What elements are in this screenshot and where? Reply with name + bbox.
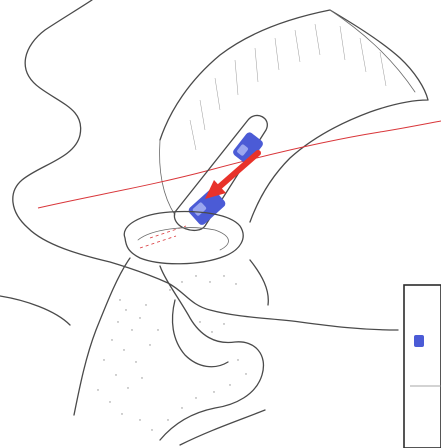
suture-dashes bbox=[140, 226, 186, 248]
tissue-outline-left bbox=[13, 0, 398, 330]
inset-blue-cuff bbox=[414, 335, 424, 347]
ring-collar bbox=[124, 212, 243, 264]
direction-arrow bbox=[205, 153, 258, 199]
organ-sleeve-inner bbox=[330, 10, 415, 92]
organ-sleeve bbox=[160, 10, 428, 222]
finger-outline bbox=[172, 300, 228, 367]
tissue-outline-lower bbox=[0, 296, 265, 445]
organ-sleeve-fold bbox=[160, 140, 175, 215]
inset-panel bbox=[404, 285, 441, 448]
ring-collar-inner bbox=[138, 228, 228, 250]
sleeve-hatching bbox=[190, 24, 386, 150]
suture-line bbox=[38, 121, 441, 208]
hand-shading bbox=[97, 275, 246, 430]
